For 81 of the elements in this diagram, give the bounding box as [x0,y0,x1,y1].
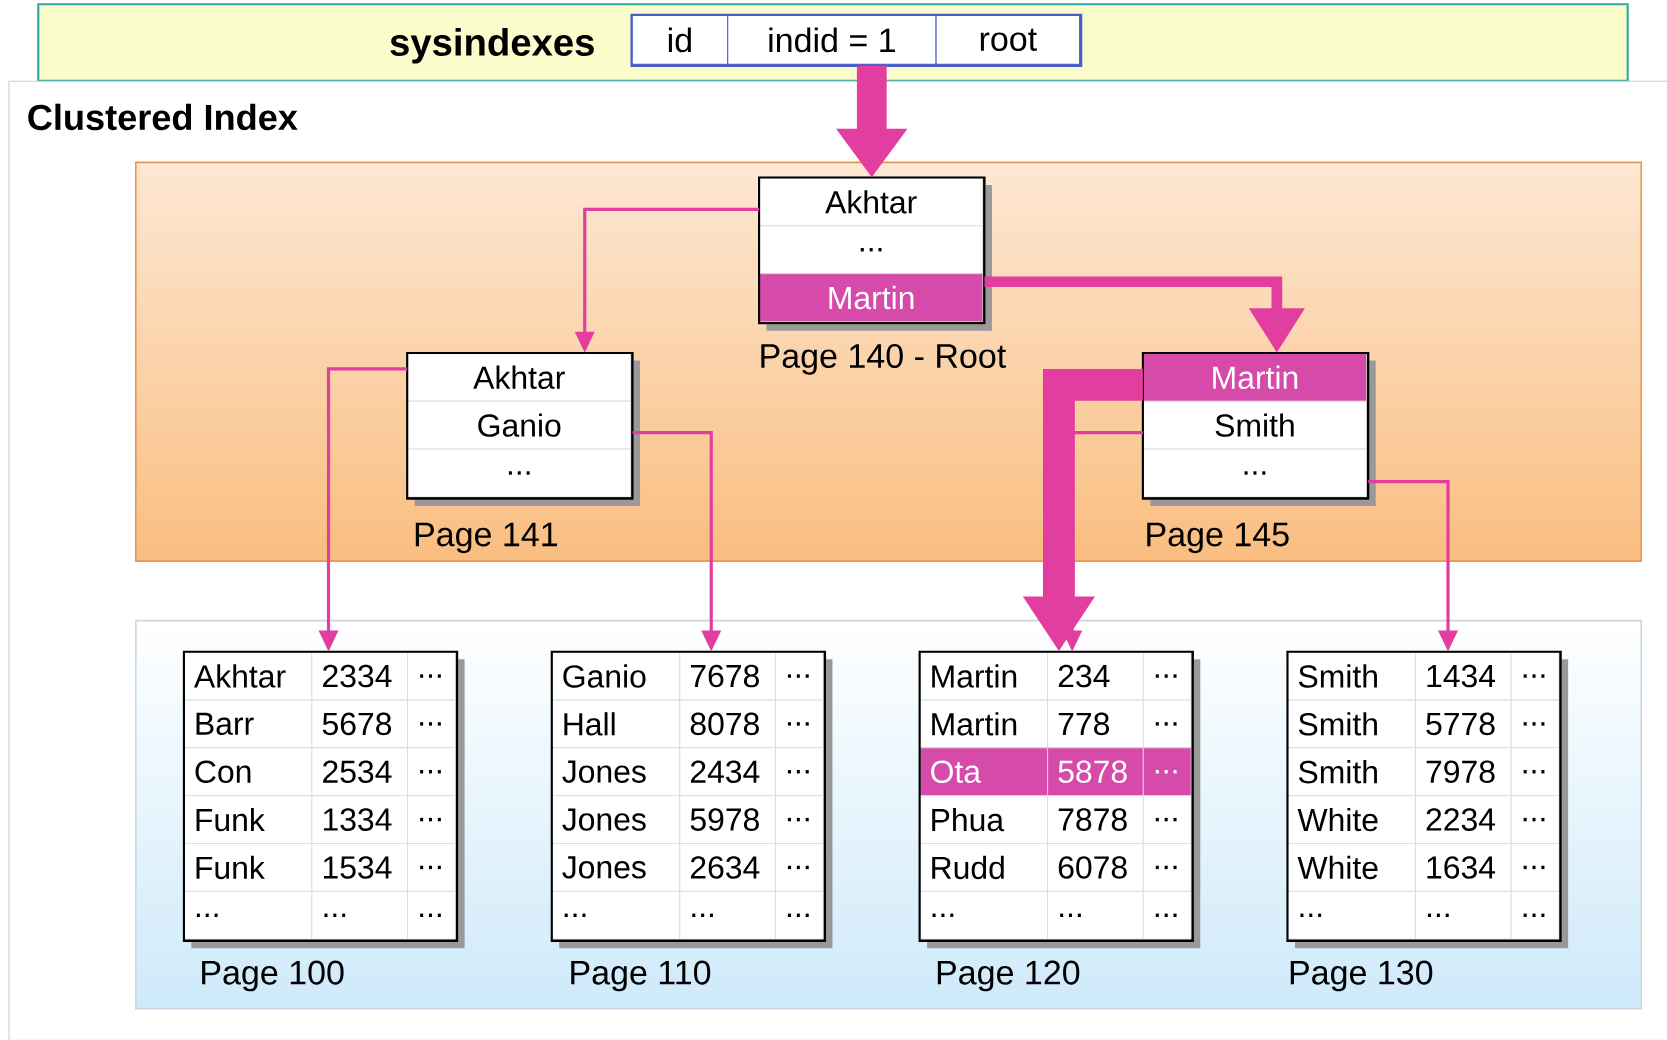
table-cell: ... [1510,699,1560,749]
table-cell: ... [1142,747,1192,797]
page-label: Page 140 - Root [761,344,1006,375]
table-cell: 2634 [679,843,776,892]
table-cell: ... [1142,699,1192,749]
table-cell: 5778 [1415,699,1512,749]
table-cell: Martin [759,273,984,323]
table-cell: 2434 [679,747,776,797]
table-cell: ... [775,651,824,701]
table-cell: Martin [919,651,1049,701]
table-cell: 1434 [1415,651,1512,701]
table-cell: ... [775,891,824,940]
table-cell: ... [775,795,824,845]
table-cell: Martin [919,699,1049,749]
table-cell: Ganio [407,400,632,450]
table-cell: ... [407,843,456,892]
table-cell: ... [407,747,456,797]
table-cell: ... [775,843,824,892]
page-label: Page 141 [415,522,557,554]
table-cell: Funk [183,843,313,892]
table-cell: 7978 [1415,747,1512,797]
table-cell: ... [1510,795,1560,845]
table-cell: Smith [1287,747,1416,797]
table-cell: Phua [919,795,1049,845]
table-cell: ... [407,795,456,845]
table-cell: Ota [919,747,1049,797]
table-cell: White [1287,795,1416,845]
table-cell: ... [1142,448,1367,498]
table-cell: ... [775,699,824,749]
table-cell: ... [407,699,456,749]
table-cell: 8078 [679,699,776,749]
table-cell: ... [407,891,456,940]
table-cell: 7678 [679,651,776,701]
table-cell: 7878 [1047,795,1144,845]
table-cell: Ganio [551,651,681,701]
page-label: Page 110 [571,960,711,992]
table-cell: Martin [1142,353,1367,402]
table-cell: 234 [1047,651,1144,701]
table-cell: Akhtar [407,353,632,402]
table-cell: ... [919,891,1049,940]
page-label: Page 120 [937,960,1080,992]
table-cell: ... [1510,747,1560,797]
table-cell: Jones [551,747,681,797]
table-cell: 778 [1047,699,1144,749]
table-cell: 1634 [1415,843,1512,892]
table-cell: ... [1142,843,1192,892]
table-cell: Barr [183,699,313,749]
table-cell: 5878 [1047,747,1144,797]
table-cell: Smith [1287,651,1416,701]
table-cell: root [935,15,1081,65]
table-cell: ... [1415,891,1512,940]
table-cell: ... [1142,795,1192,845]
table-cell: ... [1510,843,1560,892]
table-cell: ... [679,891,776,940]
table-cell: ... [407,651,456,701]
page-label: Page 145 [1147,522,1289,554]
table-cell: Akhtar [759,177,984,227]
table-cell: ... [551,891,681,940]
table-cell: ... [407,448,632,498]
table-cell: Funk [183,795,313,845]
table-cell: ... [1142,891,1192,940]
table-cell: ... [183,891,313,940]
table-cell: Jones [551,843,681,892]
table-cell: Con [183,747,313,797]
table-cell: Jones [551,795,681,845]
table-cell: ... [759,225,984,275]
table-cell: ... [1142,651,1192,701]
table-cell: Smith [1287,699,1416,749]
table-cell: ... [1287,891,1416,940]
page-label: Page 100 [202,960,344,992]
table-cell: Hall [551,699,681,749]
table-cell: 6078 [1047,843,1144,892]
page-label: Page 130 [1290,960,1433,992]
table-cell: id [631,15,729,65]
table-cell: 2234 [1415,795,1512,845]
table-cell: 5978 [679,795,776,845]
table-cell: Smith [1142,400,1367,450]
table-cell: Akhtar [183,651,313,701]
table-cell: ... [775,747,824,797]
table-cell: ... [1510,651,1560,701]
table-cell: ... [1510,891,1560,940]
